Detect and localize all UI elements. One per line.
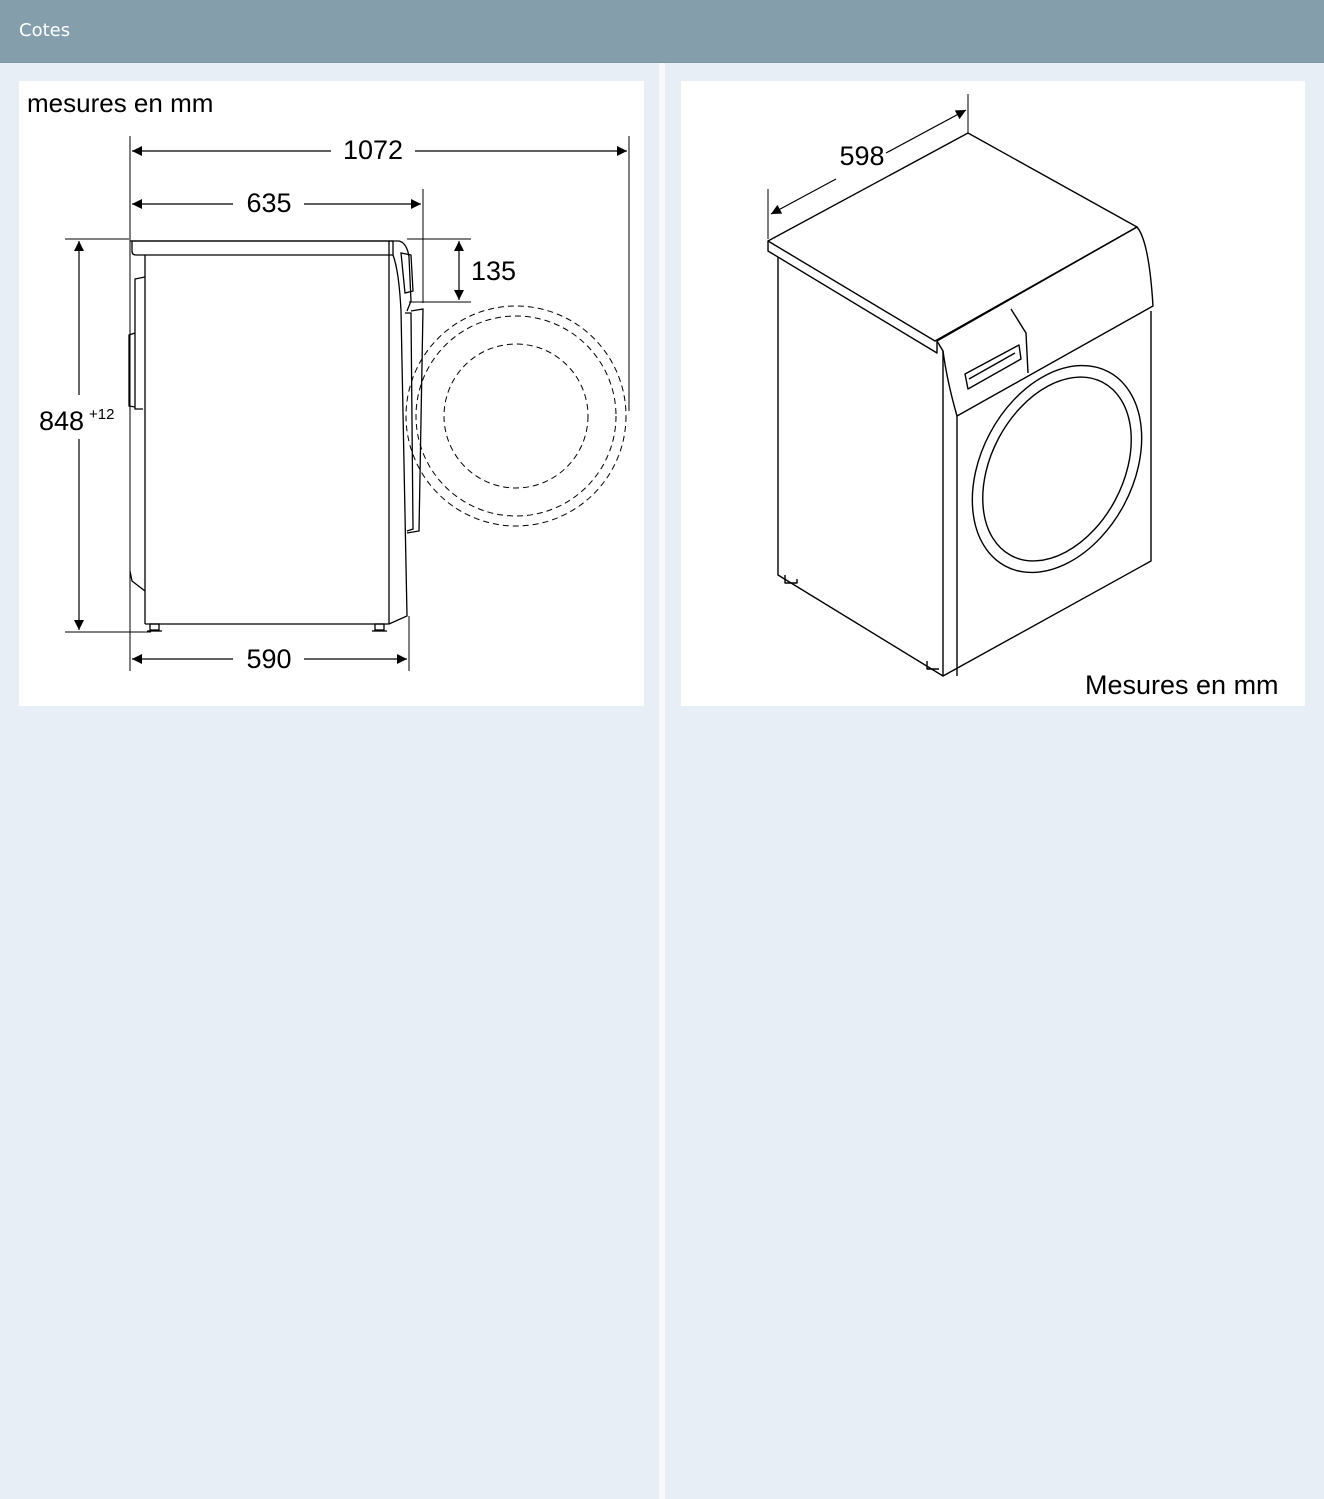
dimension-label-848: 848 bbox=[39, 406, 84, 436]
section-title: Cotes bbox=[19, 20, 71, 41]
iso-view-diagram: 598 Mesures en mm bbox=[767, 94, 1279, 700]
dimension-635: 635 bbox=[132, 188, 421, 218]
machine-side-outline bbox=[128, 240, 424, 632]
machine-iso-outline bbox=[767, 132, 1154, 677]
dimension-label-135: 135 bbox=[471, 256, 516, 286]
units-note: mesures en mm bbox=[27, 88, 213, 118]
side-view-diagram: mesures en mm 1072 635 135 bbox=[27, 88, 630, 674]
dimension-label-1072: 1072 bbox=[343, 135, 403, 165]
height-tolerance: +12 bbox=[89, 406, 114, 423]
dimension-label-598: 598 bbox=[839, 141, 884, 171]
dimension-848: 848 +12 bbox=[39, 241, 114, 630]
dimension-590: 590 bbox=[132, 644, 407, 674]
dimension-135: 135 bbox=[454, 241, 516, 300]
extension-lines bbox=[65, 136, 630, 671]
section-header: Cotes bbox=[0, 0, 1324, 63]
dimension-label-590: 590 bbox=[246, 644, 291, 674]
iso-view-panel: 598 Mesures en mm bbox=[681, 81, 1305, 706]
units-note-iso: Mesures en mm bbox=[1085, 670, 1279, 700]
side-view-panel: mesures en mm 1072 635 135 bbox=[19, 81, 644, 706]
dimension-598: 598 bbox=[767, 94, 969, 239]
column-divider bbox=[659, 63, 665, 1499]
dimension-label-635: 635 bbox=[246, 188, 291, 218]
dimension-1072: 1072 bbox=[132, 135, 627, 165]
door-swing-arcs bbox=[405, 305, 627, 527]
